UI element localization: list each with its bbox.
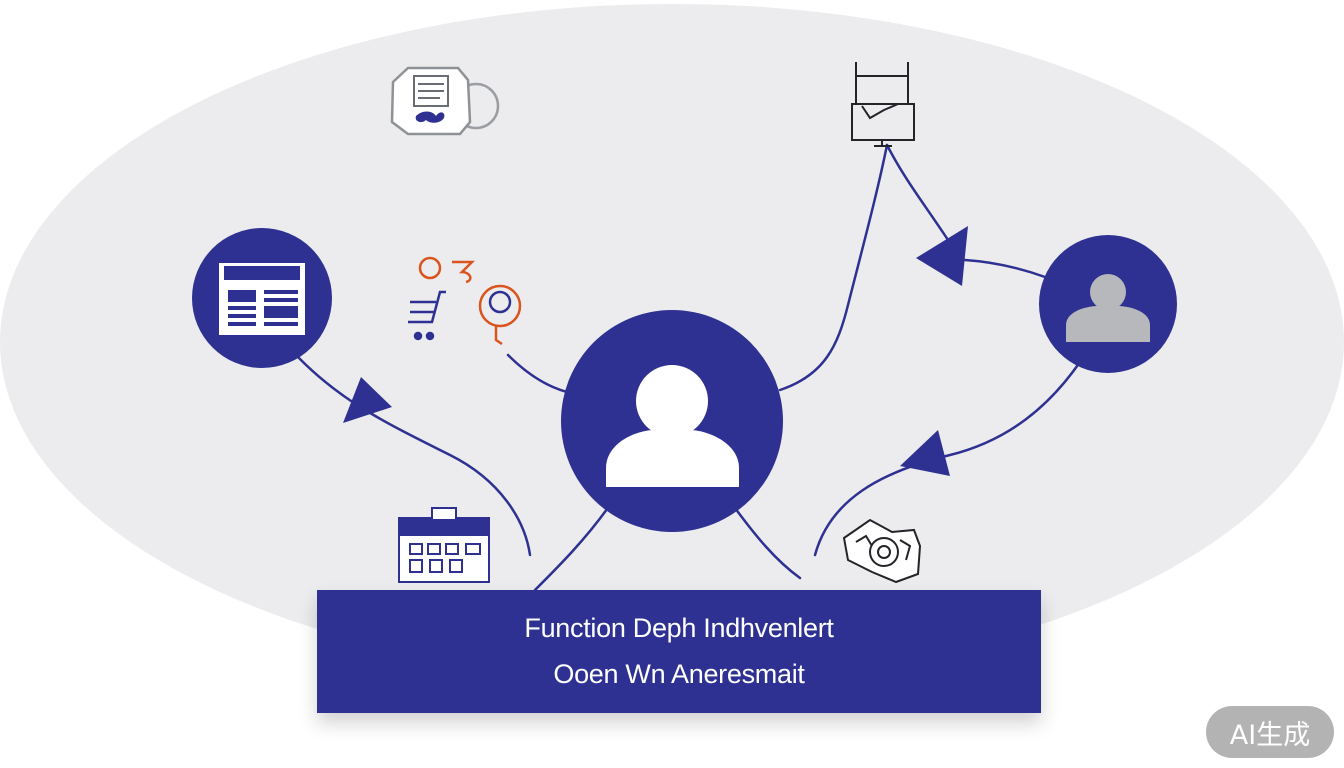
- banner-title-line-1: Function Deph Indhvenlert: [524, 613, 834, 643]
- chart-panel-icon: [851, 62, 915, 147]
- connector-center-to-top-right: [778, 143, 889, 392]
- arrowhead-left: [343, 377, 392, 423]
- arrowhead-top-right: [916, 226, 968, 286]
- title-banner: Function Deph Indhvenlert Ooen Wn Aneres…: [317, 590, 1041, 713]
- right-user-icon: [1039, 235, 1177, 373]
- connector-user-to-arrow: [963, 258, 1047, 279]
- building-icon: [398, 507, 490, 583]
- connector-right-lower-curve: [813, 360, 1082, 557]
- connector-top-right-to-user: [885, 143, 950, 242]
- connector-left-curve: [296, 355, 532, 557]
- arrowhead-right-lower: [900, 430, 950, 476]
- shopping-cart-icon: [408, 256, 522, 346]
- connector-center-to-cart: [506, 353, 569, 394]
- connector-center-down-left: [533, 503, 612, 592]
- gear-cog-icon: [842, 518, 922, 584]
- ai-generated-badge: AI生成: [1206, 706, 1334, 758]
- document-settings-icon: [390, 66, 500, 136]
- banner-title-line-2: Ooen Wn Aneresmait: [553, 659, 805, 689]
- browser-window-icon: [192, 228, 332, 368]
- connector-center-down-right: [733, 506, 802, 580]
- central-user-icon: [561, 310, 783, 532]
